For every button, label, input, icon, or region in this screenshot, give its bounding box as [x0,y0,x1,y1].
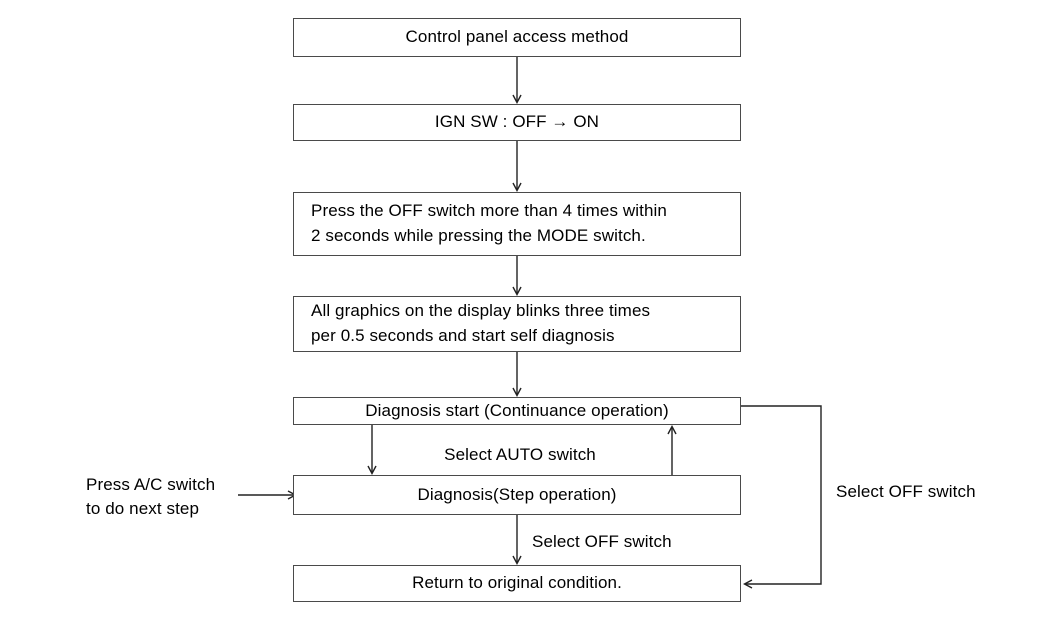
node-label: IGN SW : OFF → ON [434,112,600,132]
annotation-press-ac-switch: Press A/C switch to do next step [86,475,216,518]
connector-n5-n7-loop [741,405,822,589]
node-press-off-switch[interactable]: Press the OFF switch more than 4 times w… [293,192,741,256]
node-label: Return to original condition. [412,573,622,593]
node-ign-switch[interactable]: IGN SW : OFF → ON [293,104,741,141]
node-diagnosis-start[interactable]: Diagnosis start (Continuance operation) [293,397,741,425]
node-label: All graphics on the display blinks three… [311,301,651,345]
edge-label-select-auto-switch: Select AUTO switch [444,445,596,464]
node-diagnosis-step[interactable]: Diagnosis(Step operation) [293,475,741,515]
node-graphics-blink[interactable]: All graphics on the display blinks three… [293,296,741,352]
node-label: Diagnosis(Step operation) [417,484,617,504]
edge-label-select-off-switch-right: Select OFF switch [836,482,976,501]
node-label: Diagnosis start (Continuance operation) [365,400,669,420]
node-label: Press the OFF switch more than 4 times w… [311,201,667,245]
node-label: Control panel access method [405,27,629,47]
edge-label-select-off-switch-down: Select OFF switch [532,532,672,551]
node-control-panel-access-method[interactable]: Control panel access method [293,18,741,57]
node-return-original-condition[interactable]: Return to original condition. [293,565,741,602]
